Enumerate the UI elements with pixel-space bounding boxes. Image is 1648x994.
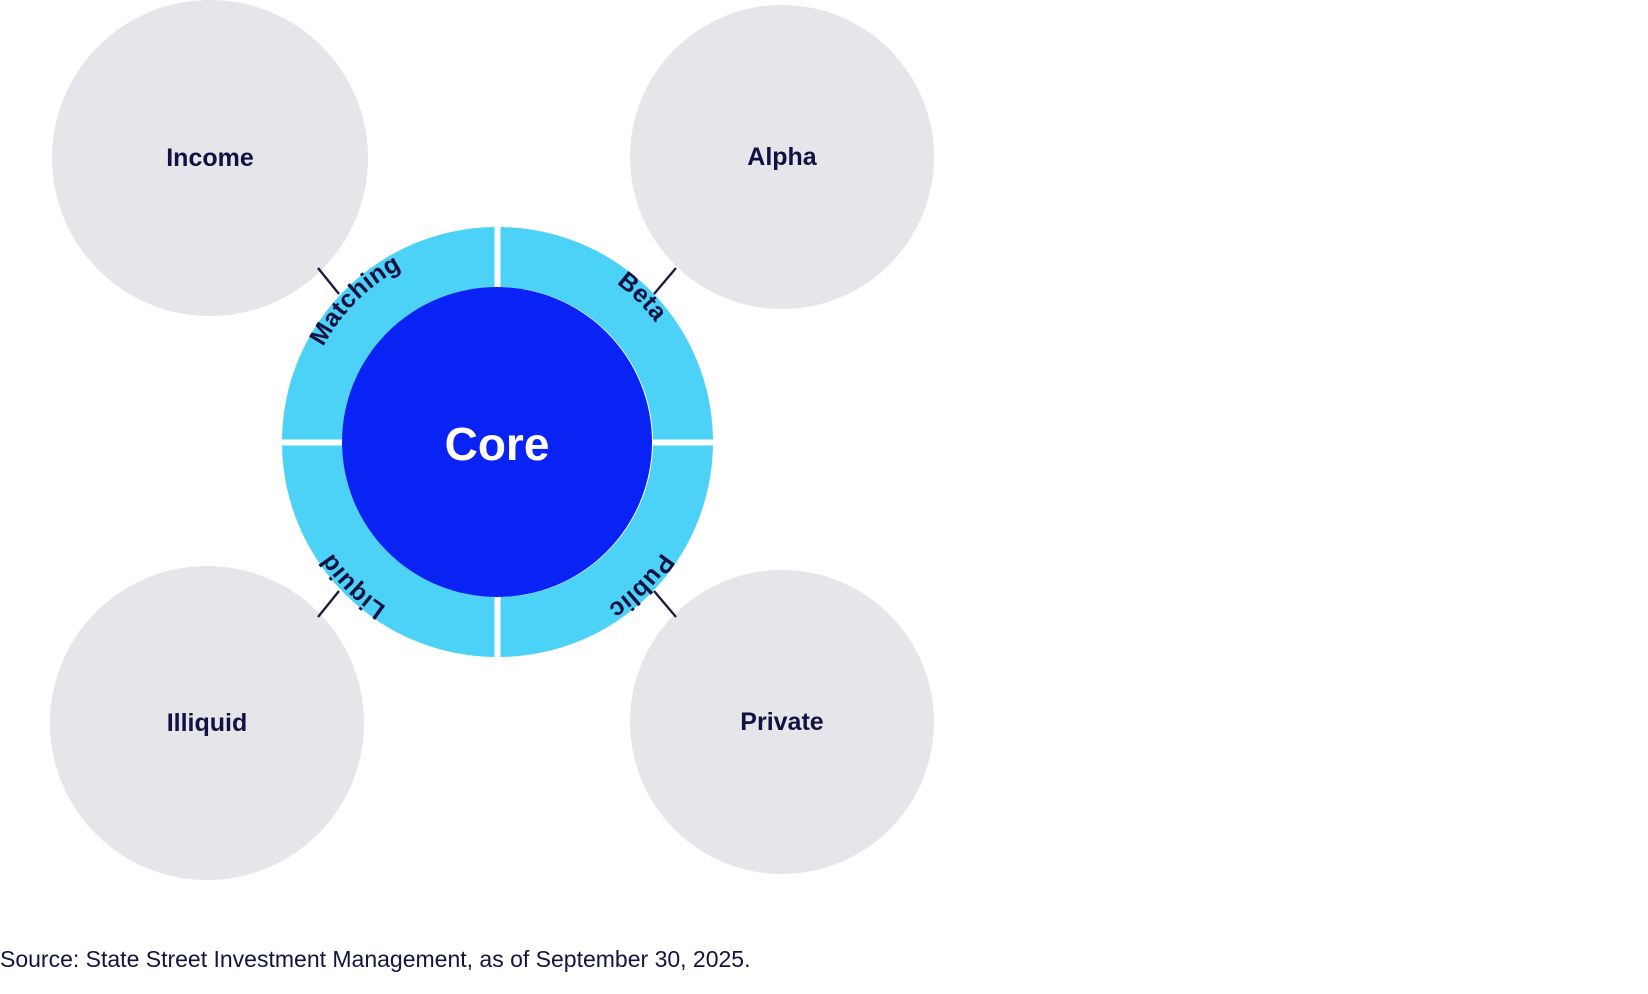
core-circle[interactable] xyxy=(342,287,652,597)
satellite-private[interactable]: Private xyxy=(630,570,934,874)
satellite-circle-private[interactable] xyxy=(630,570,934,874)
connector-income-matching xyxy=(317,267,340,295)
satellite-group: Income Alpha Illiquid Private xyxy=(50,0,934,880)
satellite-circle-income[interactable] xyxy=(52,0,368,316)
source-note: Source: State Street Investment Manageme… xyxy=(0,946,751,972)
ring-arc-public[interactable] xyxy=(500,445,714,658)
ring-segment-liquid[interactable] xyxy=(282,445,495,658)
satellite-label-private: Private xyxy=(740,708,823,736)
ring-segment-beta[interactable] xyxy=(500,227,714,440)
connector-private-public xyxy=(653,590,677,618)
satellite-circle-alpha[interactable] xyxy=(630,5,934,309)
satellite-circle-illiquid[interactable] xyxy=(50,566,364,880)
satellite-alpha[interactable]: Alpha xyxy=(630,5,934,309)
core-group[interactable]: Core xyxy=(342,287,652,597)
satellite-income[interactable]: Income xyxy=(52,0,368,316)
satellite-label-illiquid: Illiquid xyxy=(167,709,248,737)
satellite-label-alpha: Alpha xyxy=(747,143,818,171)
connector-alpha-beta xyxy=(653,267,677,295)
connector-group xyxy=(317,267,677,618)
ring-segment-matching[interactable] xyxy=(282,227,495,440)
ring-arc-matching[interactable] xyxy=(282,227,495,440)
satellite-illiquid[interactable]: Illiquid xyxy=(50,566,364,880)
ring-arc-beta[interactable] xyxy=(500,227,714,440)
connector-illiquid-liquid xyxy=(317,590,340,618)
ring-group xyxy=(282,227,713,657)
ring-segment-public[interactable] xyxy=(500,445,714,658)
core-label: Core xyxy=(445,418,550,470)
ring-arc-liquid[interactable] xyxy=(282,445,495,658)
satellite-label-income: Income xyxy=(166,144,254,172)
